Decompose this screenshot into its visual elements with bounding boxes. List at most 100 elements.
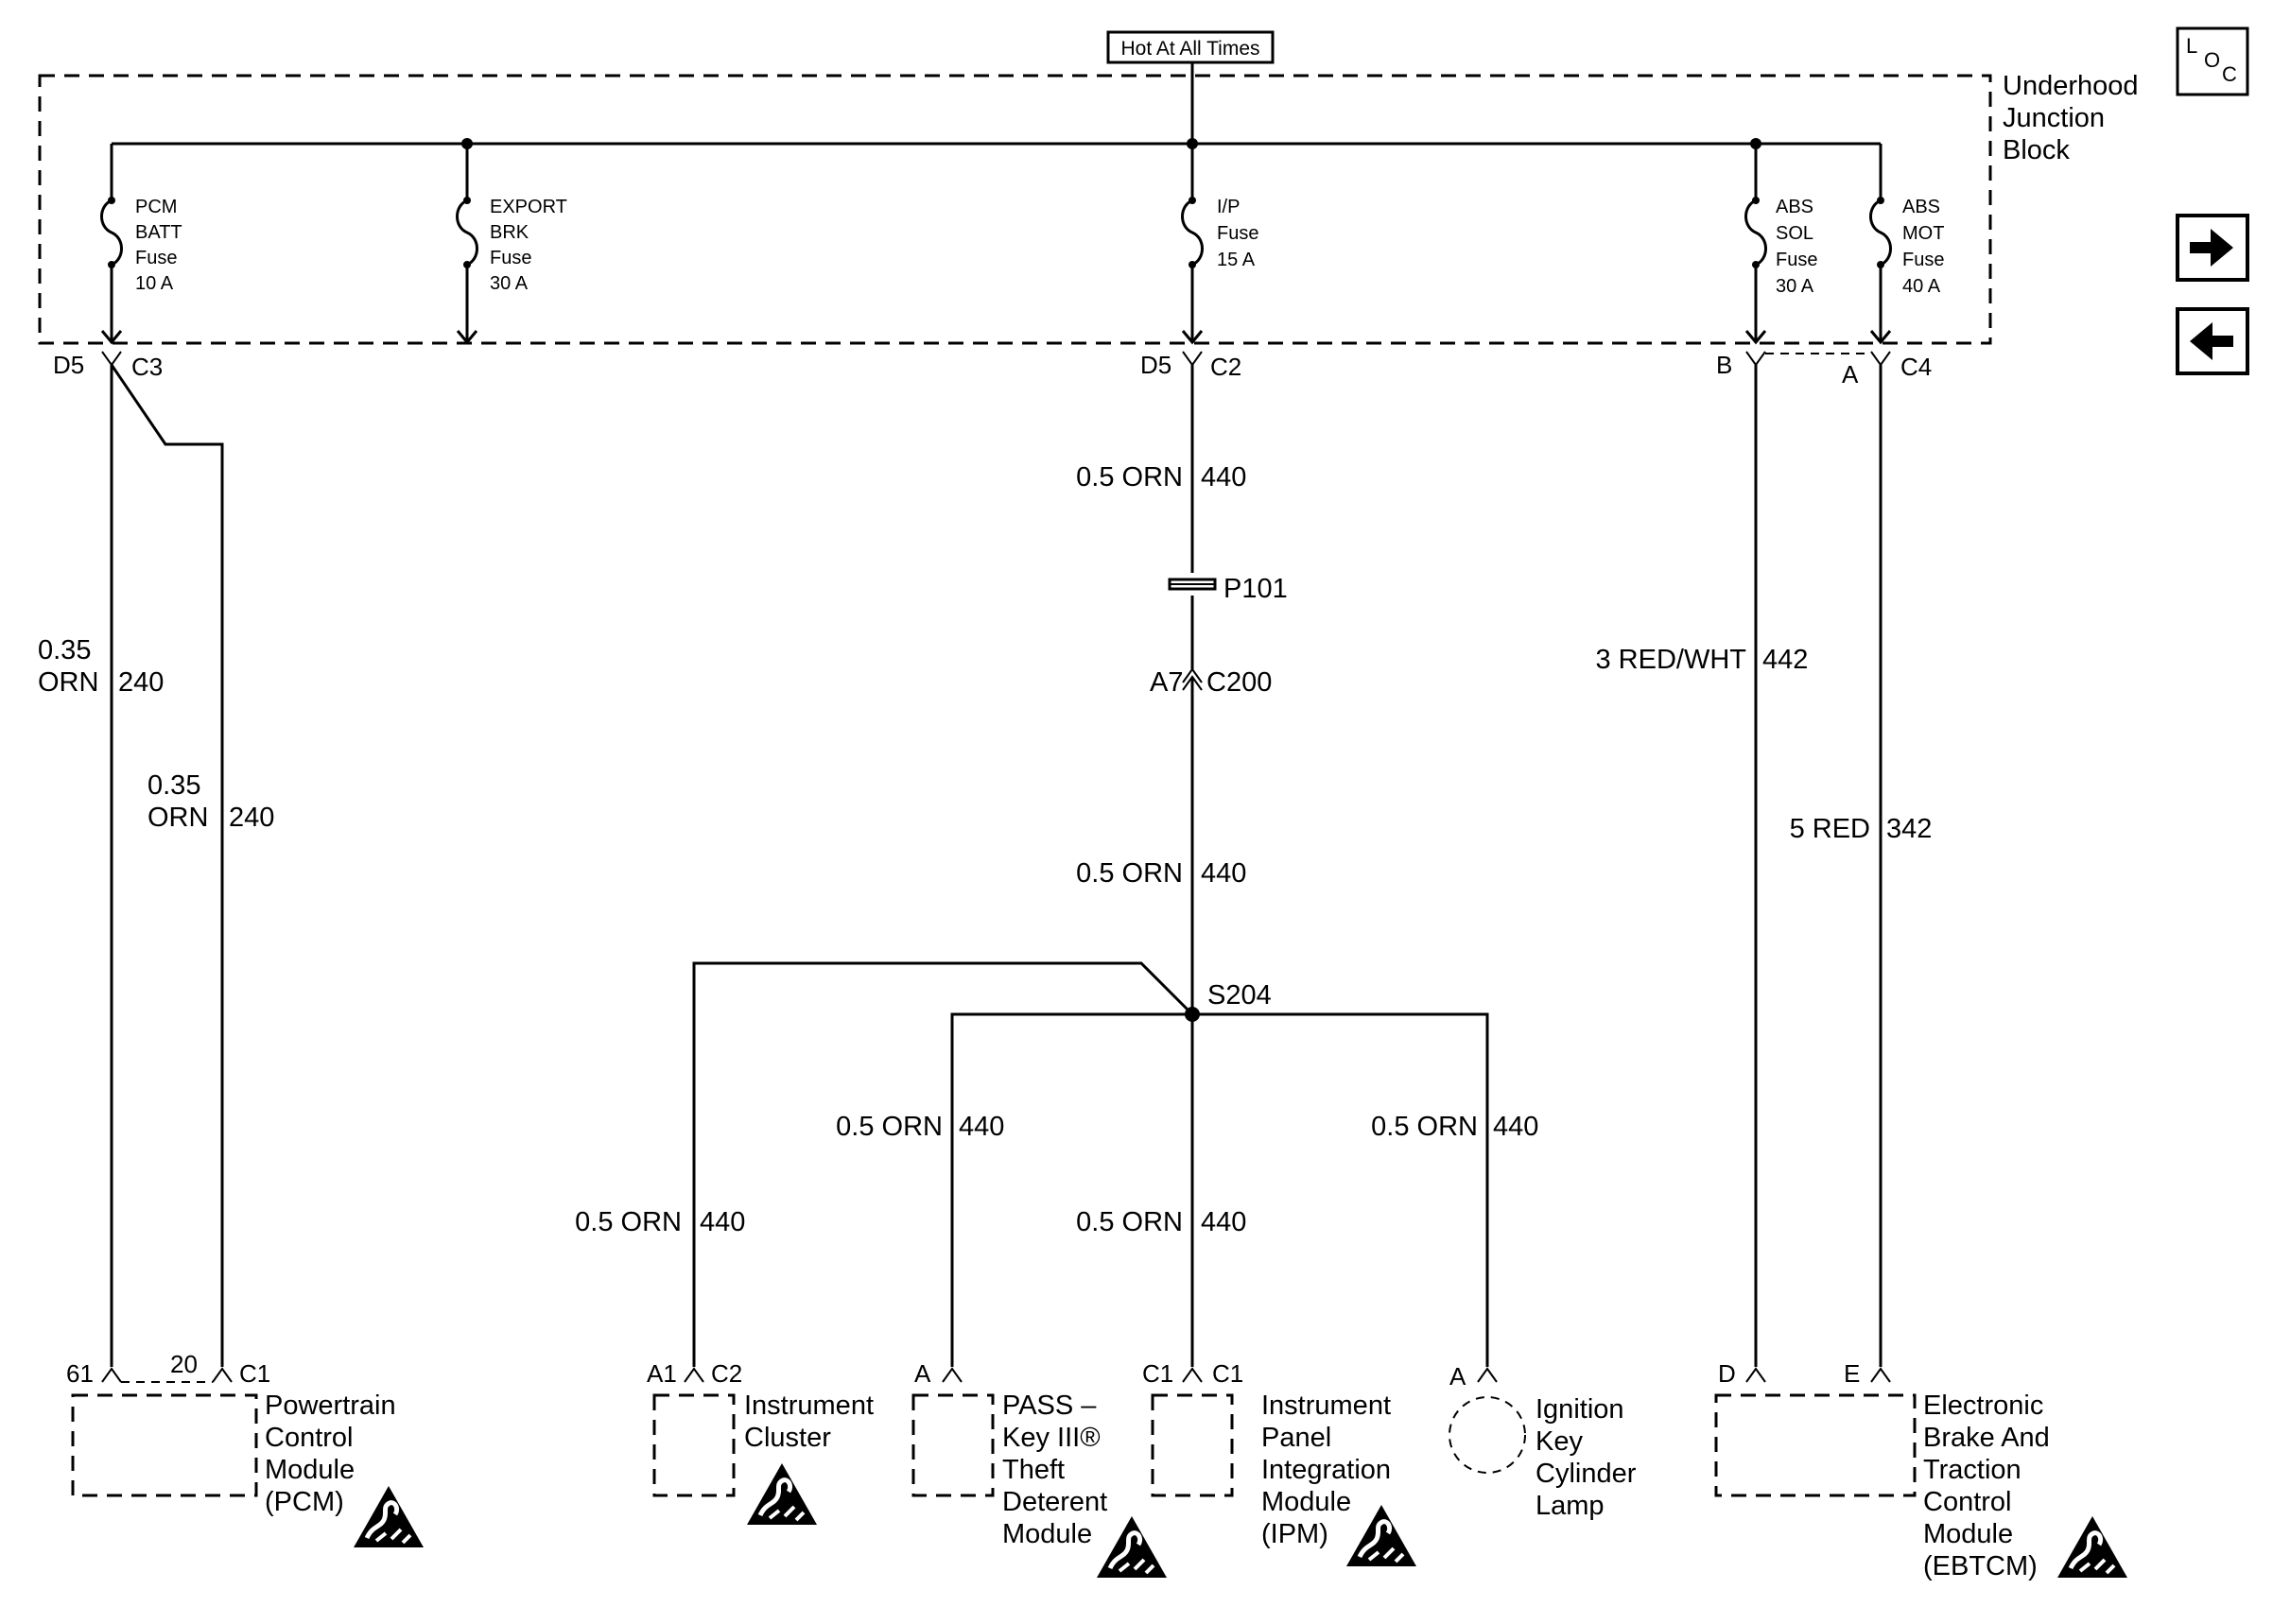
pins-pass-key: A: [914, 1359, 963, 1388]
esd-warning-icon: [1097, 1516, 1167, 1578]
svg-text:Ignition: Ignition: [1536, 1394, 1624, 1425]
component-pcm: Powertrain Control Module (PCM): [71, 1391, 424, 1547]
svg-text:440: 440: [700, 1207, 745, 1237]
label-wire-ip-440-mid: 0.5 ORN 440: [1076, 858, 1246, 889]
svg-text:Block: Block: [2003, 135, 2070, 165]
svg-text:Underhood: Underhood: [2003, 71, 2139, 101]
label-wire-abs-sol-442: 3 RED/WHT 442: [1596, 645, 1809, 675]
svg-text:C1: C1: [239, 1359, 270, 1388]
hot-at-all-times-label: Hot At All Times: [1120, 38, 1259, 60]
svg-text:C1: C1: [1212, 1359, 1243, 1388]
svg-text:EXPORT: EXPORT: [490, 197, 567, 217]
svg-text:442: 442: [1762, 645, 1808, 675]
component-ipm: Instrument Panel Integration Module (IPM…: [1151, 1391, 1416, 1566]
svg-text:(IPM): (IPM): [1261, 1519, 1328, 1549]
svg-text:Key III®: Key III®: [1002, 1423, 1101, 1453]
svg-text:ORN: ORN: [38, 667, 98, 698]
esd-warning-icon: [354, 1486, 424, 1547]
svg-text:Integration: Integration: [1261, 1455, 1391, 1485]
pins-lamp: A: [1449, 1362, 1498, 1391]
svg-text:15 A: 15 A: [1217, 250, 1256, 270]
wire-cluster-440: [692, 961, 1194, 1367]
connector-pcm-top: D5 C3: [53, 351, 163, 381]
svg-text:440: 440: [1493, 1112, 1538, 1142]
svg-text:BRK: BRK: [490, 222, 529, 243]
fuse-export-brk: EXPORT BRK Fuse 30 A: [456, 144, 567, 345]
svg-text:240: 240: [229, 803, 274, 833]
svg-text:(EBTCM): (EBTCM): [1923, 1551, 2038, 1581]
svg-text:C1: C1: [1142, 1359, 1173, 1388]
svg-text:Control: Control: [265, 1423, 354, 1453]
svg-text:A: A: [914, 1359, 931, 1388]
connector-p101: P101: [1168, 574, 1288, 604]
svg-text:Control: Control: [1923, 1487, 2012, 1517]
svg-text:C200: C200: [1206, 667, 1272, 698]
label-wire-ipm-440: 0.5 ORN 440: [1076, 1207, 1246, 1237]
svg-text:Fuse: Fuse: [490, 248, 531, 268]
svg-text:Instrument: Instrument: [744, 1391, 874, 1421]
svg-text:440: 440: [959, 1112, 1004, 1142]
splice-s204-label: S204: [1207, 980, 1272, 1011]
fuse-abs-sol: ABS SOL Fuse 30 A: [1744, 144, 1817, 345]
svg-text:40 A: 40 A: [1902, 276, 1941, 297]
component-instrument-cluster: Instrument Cluster: [652, 1391, 874, 1525]
svg-text:240: 240: [118, 667, 164, 698]
svg-text:E: E: [1844, 1359, 1860, 1388]
connector-c200: A7 C200: [1150, 667, 1272, 698]
wire-lamp-440: [1192, 1012, 1489, 1367]
svg-text:0.5 ORN: 0.5 ORN: [836, 1112, 943, 1142]
svg-text:0.35: 0.35: [147, 770, 200, 801]
svg-text:0.5 ORN: 0.5 ORN: [1076, 462, 1183, 492]
underhood-junction-block-outline: [38, 74, 1992, 345]
component-pass-key-module: PASS – Key III® Theft Deterent Module: [911, 1391, 1167, 1578]
svg-text:20: 20: [170, 1350, 198, 1378]
label-wire-pcm-240-b: 0.35 ORN 240: [147, 770, 274, 833]
svg-text:440: 440: [1201, 858, 1246, 889]
svg-text:Fuse: Fuse: [135, 248, 177, 268]
svg-text:Junction: Junction: [2003, 103, 2105, 133]
svg-text:C3: C3: [131, 353, 163, 381]
svg-text:ABS: ABS: [1776, 197, 1813, 217]
svg-text:(PCM): (PCM): [265, 1487, 344, 1517]
svg-text:BATT: BATT: [135, 222, 182, 243]
loc-icon[interactable]: L O C: [2176, 26, 2249, 96]
svg-text:Traction: Traction: [1923, 1455, 2021, 1485]
label-wire-cluster-440: 0.5 ORN 440: [575, 1207, 745, 1237]
svg-text:B: B: [1716, 351, 1732, 379]
svg-text:Cylinder: Cylinder: [1536, 1459, 1637, 1489]
label-wire-ip-440-top: 0.5 ORN 440: [1076, 462, 1246, 492]
label-wire-pass-key-440: 0.5 ORN 440: [836, 1112, 1004, 1142]
svg-text:Module: Module: [265, 1455, 355, 1485]
svg-text:Lamp: Lamp: [1536, 1491, 1605, 1521]
underhood-junction-block-label: Underhood Junction Block: [2003, 71, 2139, 165]
svg-text:C4: C4: [1900, 353, 1932, 381]
svg-text:Deterent: Deterent: [1002, 1487, 1107, 1517]
svg-text:Electronic: Electronic: [1923, 1391, 2043, 1421]
svg-text:Fuse: Fuse: [1776, 250, 1817, 270]
svg-text:I/P: I/P: [1217, 197, 1240, 217]
svg-text:342: 342: [1886, 814, 1932, 844]
svg-text:440: 440: [1201, 1207, 1246, 1237]
component-ebtcm: Electronic Brake And Traction Control Mo…: [1714, 1391, 2127, 1581]
label-wire-abs-mot-342: 5 RED 342: [1790, 814, 1933, 844]
previous-page-button[interactable]: [2176, 307, 2249, 375]
svg-text:Module: Module: [1923, 1519, 2013, 1549]
hot-at-all-times-box: Hot At All Times: [1106, 30, 1275, 64]
svg-text:PASS –: PASS –: [1002, 1391, 1097, 1421]
next-page-button[interactable]: [2176, 214, 2249, 282]
esd-warning-icon: [2057, 1516, 2127, 1578]
svg-text:C: C: [2222, 62, 2237, 86]
svg-text:Cluster: Cluster: [744, 1423, 831, 1453]
wire-pass-key-440: [950, 1012, 1192, 1367]
svg-text:Panel: Panel: [1261, 1423, 1331, 1453]
svg-text:61: 61: [66, 1359, 94, 1388]
svg-text:10 A: 10 A: [135, 273, 174, 294]
svg-text:D5: D5: [1140, 351, 1171, 379]
fuse-pcm-batt: PCM BATT Fuse 10 A: [100, 144, 182, 345]
svg-text:A: A: [1449, 1362, 1466, 1391]
connector-ip-top: D5 C2: [1140, 351, 1241, 381]
component-ignition-key-lamp: Ignition Key Cylinder Lamp: [1449, 1394, 1637, 1521]
svg-text:0.5 ORN: 0.5 ORN: [1076, 1207, 1183, 1237]
svg-text:Powertrain: Powertrain: [265, 1391, 396, 1421]
pins-ebtcm: D E: [1718, 1359, 1891, 1388]
